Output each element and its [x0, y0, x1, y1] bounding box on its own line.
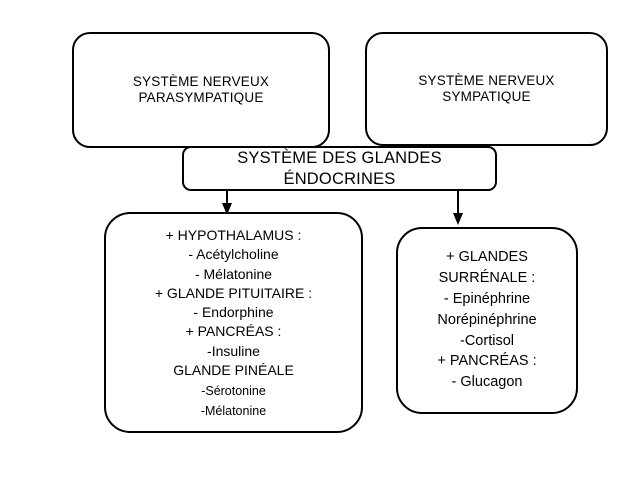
parasympathetic-glands-line-3: - Mélatonine: [194, 265, 273, 282]
parasympathetic-glands-line-2: - Acétylcholine: [188, 246, 279, 263]
sympathetic-glands-line-2: SURRÉNALE :: [438, 269, 536, 286]
parasympathetic-glands-line-5: - Endorphine: [193, 304, 274, 321]
parasympathetic-glands-line-1: + HYPOTHALAMUS :: [165, 227, 302, 244]
node-sympathetic-line-1: SYSTÈME NERVEUX: [418, 72, 555, 88]
node-parasympathetic-line-2: PARASYMPATIQUE: [138, 90, 264, 105]
node-parasympathetic-nervous-system[interactable]: SYSTÈME NERVEUX PARASYMPATIQUE: [72, 32, 330, 148]
arrow-endocrine-to-sympathetic-glands: [453, 189, 463, 225]
sympathetic-glands-line-6: + PANCRÉAS :: [437, 353, 537, 370]
parasympathetic-glands-line-4: + GLANDE PITUITAIRE :: [154, 284, 313, 301]
node-sympathetic-glands-list[interactable]: + GLANDES SURRÉNALE : - Epinéphrine Noré…: [396, 227, 578, 414]
node-endocrine-line-2: ÉNDOCRINES: [283, 169, 396, 188]
node-sympathetic-line-2: SYMPATIQUE: [442, 89, 531, 104]
arrow-endocrine-to-parasympathetic-glands: [222, 189, 232, 215]
node-parasympathetic-glands-list[interactable]: + HYPOTHALAMUS : - Acétylcholine - Mélat…: [104, 212, 363, 433]
parasympathetic-glands-line-6: + PANCRÉAS :: [185, 323, 282, 340]
parasympathetic-glands-line-8: GLANDE PINÉALE: [173, 361, 294, 378]
sympathetic-glands-line-3: - Epinéphrine: [443, 290, 531, 307]
node-endocrine-line-1: SYSTÈME DES GLANDES: [237, 149, 442, 168]
node-sympathetic-nervous-system[interactable]: SYSTÈME NERVEUX SYMPATIQUE: [365, 32, 608, 146]
sympathetic-glands-line-5: -Cortisol: [460, 332, 514, 349]
sympathetic-glands-line-4: Norépinéphrine: [437, 311, 537, 328]
parasympathetic-glands-line-10: -Mélatonine: [200, 404, 267, 419]
sympathetic-glands-line-7: - Glucagon: [451, 374, 523, 391]
parasympathetic-glands-line-7: -Insuline: [207, 342, 260, 359]
sympathetic-glands-line-1: + GLANDES: [446, 249, 528, 266]
parasympathetic-glands-line-9: -Sérotonine: [201, 384, 266, 399]
node-parasympathetic-line-1: SYSTÈME NERVEUX: [132, 73, 270, 89]
node-endocrine-gland-system[interactable]: SYSTÈME DES GLANDES ÉNDOCRINES: [182, 146, 497, 191]
